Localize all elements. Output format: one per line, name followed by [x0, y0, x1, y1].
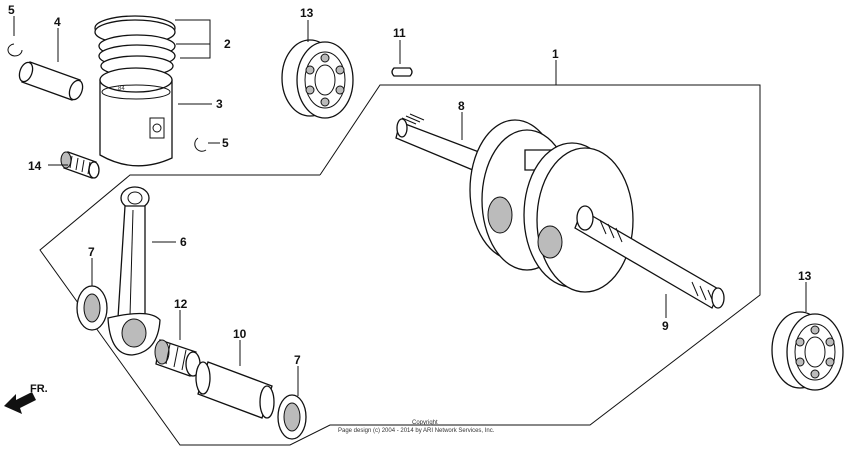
- copyright-line-2: Page design (c) 2004 - 2014 by ARI Netwo…: [338, 428, 495, 434]
- needle-bearing-large[interactable]: [154, 339, 201, 377]
- callout-4: 4: [54, 15, 61, 29]
- ball-bearing-right[interactable]: [771, 311, 844, 391]
- circlip-right[interactable]: [194, 137, 207, 152]
- callout-2: 2: [224, 37, 231, 51]
- assembly-outline: [39, 84, 761, 446]
- callout-13-right: 13: [798, 269, 812, 283]
- callout-5-right: 5: [222, 136, 229, 150]
- arrow-icon: [4, 392, 36, 414]
- callout-14: 14: [28, 159, 42, 173]
- callout-12: 12: [174, 297, 188, 311]
- crankshaft[interactable]: [395, 113, 725, 309]
- thrust-washer-left[interactable]: [76, 285, 108, 331]
- callout-1: 1: [552, 47, 559, 61]
- callout-9: 9: [662, 319, 669, 333]
- leader-lines: [13, 16, 807, 396]
- needle-bearing-small[interactable]: [60, 151, 100, 179]
- callout-6: 6: [180, 235, 187, 249]
- callout-8: 8: [458, 99, 465, 113]
- connecting-rod[interactable]: [107, 186, 161, 356]
- direction-label: FR.: [30, 383, 48, 395]
- callout-5-left: 5: [8, 3, 15, 17]
- callout-7-bottom: 7: [294, 353, 301, 367]
- front-direction-arrow: FR.: [4, 383, 48, 414]
- copyright-line-1: Copyright: [412, 420, 438, 426]
- svg-text:84: 84: [118, 86, 125, 92]
- callout-13-top: 13: [300, 6, 314, 20]
- crank-pin[interactable]: [195, 361, 275, 419]
- piston-rings[interactable]: [94, 15, 176, 77]
- callout-3: 3: [216, 97, 223, 111]
- thrust-washer-bottom[interactable]: [277, 394, 307, 440]
- piston[interactable]: 84: [99, 67, 173, 167]
- circlip-left[interactable]: [7, 43, 23, 57]
- callout-11: 11: [393, 26, 406, 40]
- woodruff-key[interactable]: [391, 67, 413, 77]
- piston-pin[interactable]: [17, 61, 85, 102]
- callout-10: 10: [233, 327, 247, 341]
- ball-bearing-top[interactable]: [281, 39, 354, 119]
- callout-7-left: 7: [88, 245, 95, 259]
